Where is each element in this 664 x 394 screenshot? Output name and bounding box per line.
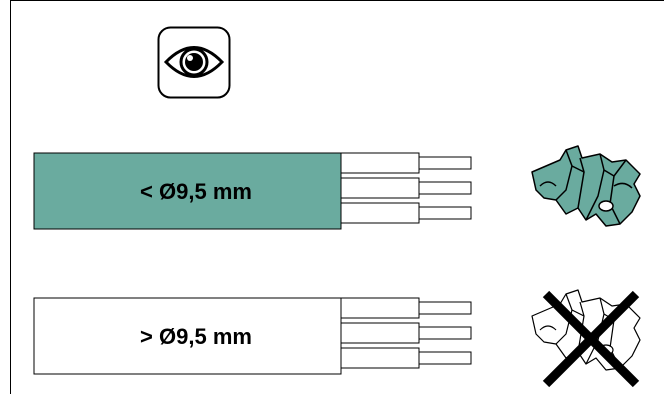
cable-large-label: > Ø9,5 mm xyxy=(140,324,252,349)
cross-mark xyxy=(542,290,640,388)
cable-small-jacket xyxy=(33,152,342,230)
cable-small-wires xyxy=(340,152,472,224)
cable-small: < Ø9,5 mm xyxy=(33,152,472,230)
cable-clip-icon xyxy=(531,145,641,227)
cable-large: > Ø9,5 mm xyxy=(33,297,472,375)
cable-large-jacket xyxy=(33,297,342,375)
cable-large-wires xyxy=(340,297,472,369)
cable-clip-crossed-icon xyxy=(531,289,641,388)
eye-icon xyxy=(157,26,231,99)
cable-small-label: < Ø9,5 mm xyxy=(140,179,252,204)
frame-border xyxy=(10,0,664,394)
